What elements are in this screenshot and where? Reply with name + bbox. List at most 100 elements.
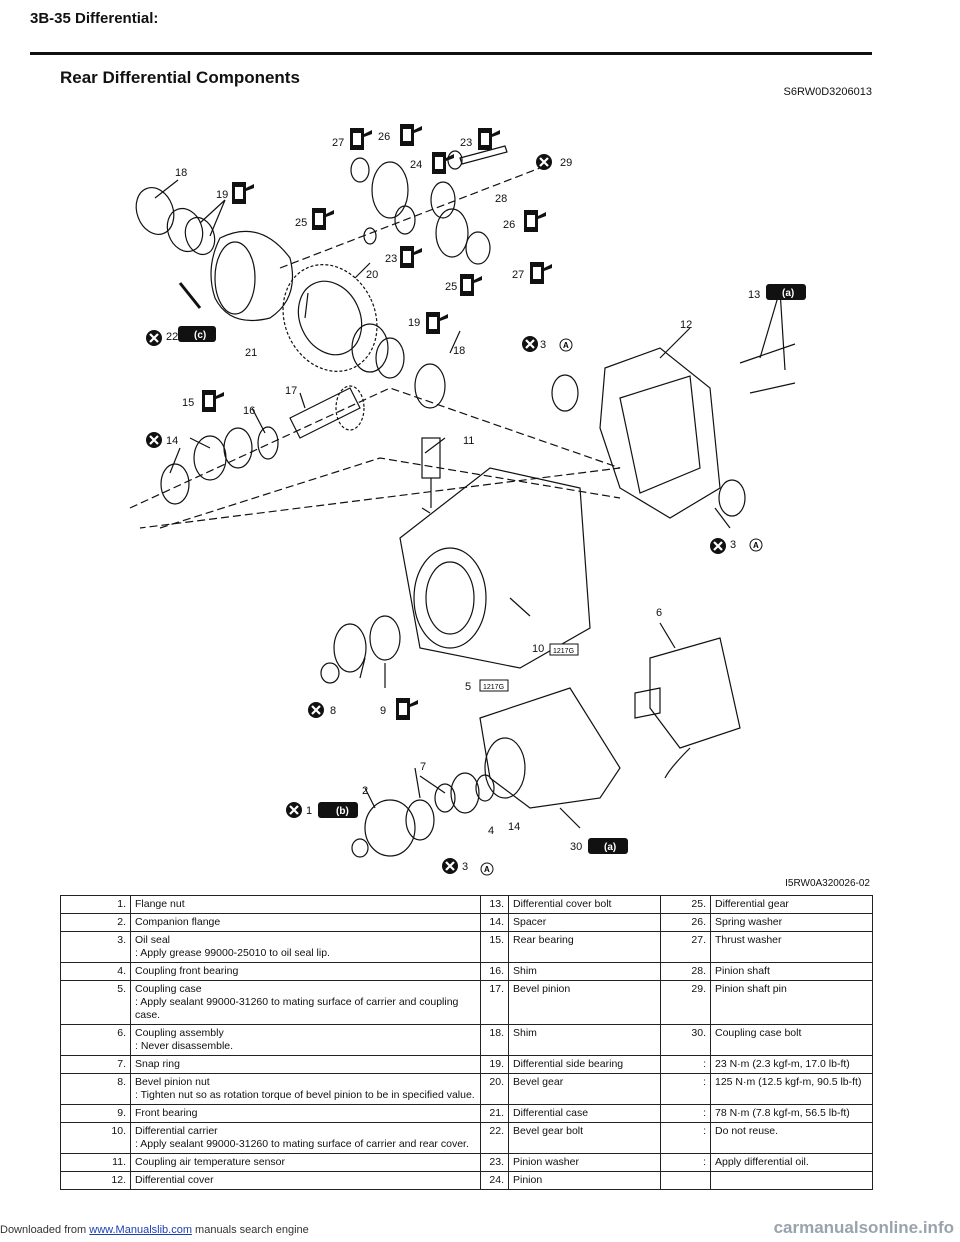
figure-id: I5RW0A320026-02 bbox=[785, 878, 870, 889]
footer-link[interactable]: www.Manualslib.com bbox=[89, 1224, 192, 1236]
legend-label: Companion flange bbox=[135, 916, 221, 928]
header-rule bbox=[30, 52, 872, 55]
callout-30: 30 bbox=[570, 841, 582, 853]
grease-code: A bbox=[563, 341, 569, 350]
legend-number: 2. bbox=[60, 913, 131, 932]
legend-note: : Never disassemble. bbox=[135, 1040, 234, 1052]
legend-text: Thrust washer bbox=[710, 931, 873, 963]
legend-label: Shim bbox=[513, 965, 537, 977]
legend-label: Differential gear bbox=[715, 898, 789, 910]
page-header: 3B-35 Differential: bbox=[30, 10, 872, 28]
callout-23b: 23 bbox=[385, 253, 397, 265]
legend-number: 1. bbox=[60, 895, 131, 914]
legend-text: Coupling front bearing bbox=[130, 962, 481, 981]
callout-4: 4 bbox=[488, 825, 494, 837]
legend-text: Differential cover bbox=[130, 1171, 481, 1190]
legend-label: Differential carrier bbox=[135, 1125, 218, 1137]
legend-label: Differential cover bbox=[135, 1174, 214, 1186]
legend-label: Do not reuse. bbox=[715, 1125, 779, 1137]
legend-number: 9. bbox=[60, 1104, 131, 1123]
legend-text: Shim bbox=[508, 962, 661, 981]
callout-3a: 3 bbox=[540, 339, 546, 351]
legend-number: 25. bbox=[660, 895, 711, 914]
legend-text: Pinion shaft bbox=[710, 962, 873, 981]
footer-prefix: Downloaded from bbox=[0, 1224, 90, 1236]
torque-badge-c bbox=[178, 326, 216, 342]
sealant-code-2: 1217G bbox=[483, 684, 504, 691]
callout-10: 10 bbox=[532, 643, 544, 655]
footer-suffix: manuals search engine bbox=[191, 1224, 309, 1236]
torque-label-b: (b) bbox=[336, 806, 349, 817]
legend-text: Coupling case: Apply sealant 99000-31260… bbox=[130, 980, 481, 1025]
legend-number: 29. bbox=[660, 980, 711, 1025]
callout-18: 18 bbox=[175, 167, 187, 179]
callout-29: 29 bbox=[560, 157, 572, 169]
callout-13: 13 bbox=[748, 289, 760, 301]
legend-text: Bevel gear bbox=[508, 1073, 661, 1105]
legend-text: Flange nut bbox=[130, 895, 481, 914]
legend-text: Differential gear bbox=[710, 895, 873, 914]
callout-1: 1 bbox=[306, 805, 312, 817]
legend-number: 22. bbox=[480, 1122, 509, 1154]
legend-text: 78 N·m (7.8 kgf-m, 56.5 lb-ft) bbox=[710, 1104, 873, 1123]
legend-text: Apply differential oil. bbox=[710, 1153, 873, 1172]
callout-14b: 14 bbox=[508, 821, 520, 833]
grease-code-2: A bbox=[753, 541, 759, 550]
legend-number: 20. bbox=[480, 1073, 509, 1105]
callout-27b: 27 bbox=[512, 269, 524, 281]
legend-number: 17. bbox=[480, 980, 509, 1025]
legend-label: Coupling case bolt bbox=[715, 1027, 802, 1039]
grease-icon-3 bbox=[480, 862, 494, 876]
legend-number: 10. bbox=[60, 1122, 131, 1154]
legend-text: Coupling case bolt bbox=[710, 1024, 873, 1056]
legend-label: Bevel gear bolt bbox=[513, 1125, 584, 1137]
legend-number: 27. bbox=[660, 931, 711, 963]
legend-label: Pinion shaft pin bbox=[715, 983, 787, 995]
legend-row: 10.Differential carrier: Apply sealant 9… bbox=[60, 1122, 873, 1154]
legend-text: Differential cover bolt bbox=[508, 895, 661, 914]
callout-23: 23 bbox=[460, 137, 472, 149]
callout-26b: 26 bbox=[503, 219, 515, 231]
legend-label: Pinion bbox=[513, 1174, 543, 1186]
callout-28: 28 bbox=[495, 193, 507, 205]
callout-5: 5 bbox=[465, 681, 471, 693]
legend-number: : bbox=[660, 1055, 711, 1074]
legend-text: Spring washer bbox=[710, 913, 873, 932]
legend-number: 30. bbox=[660, 1024, 711, 1056]
legend-label: Coupling front bearing bbox=[135, 965, 239, 977]
sealant-tag-2 bbox=[479, 679, 509, 692]
callout-14: 14 bbox=[166, 435, 178, 447]
exploded-diagram: 18 19 25 27 26 24 23 29 28 26 23 27 25 2… bbox=[129, 124, 806, 876]
legend-number: : bbox=[660, 1153, 711, 1172]
legend-text bbox=[710, 1171, 873, 1190]
legend-number: 3. bbox=[60, 931, 131, 963]
callout-12: 12 bbox=[680, 319, 692, 331]
legend-number: 7. bbox=[60, 1055, 131, 1074]
legend-label: Pinion washer bbox=[513, 1156, 579, 1168]
legend-row: 6.Coupling assembly: Never disassemble.1… bbox=[60, 1024, 873, 1056]
legend-number: 28. bbox=[660, 962, 711, 981]
legend-text: Spacer bbox=[508, 913, 661, 932]
legend-label: Bevel gear bbox=[513, 1076, 564, 1088]
legend-number: 19. bbox=[480, 1055, 509, 1074]
section-code: S6RW0D3206013 bbox=[783, 86, 872, 98]
legend-text: Pinion shaft pin bbox=[710, 980, 873, 1025]
grease-icon bbox=[559, 338, 573, 352]
grease-code-3: A bbox=[484, 865, 490, 874]
callout-27: 27 bbox=[332, 137, 344, 149]
legend-text: Shim bbox=[508, 1024, 661, 1056]
legend-row: 8.Bevel pinion nut: Tighten nut so as ro… bbox=[60, 1073, 873, 1105]
callout-6: 6 bbox=[656, 607, 662, 619]
callout-24: 24 bbox=[410, 159, 422, 171]
footer: Downloaded from www.Manualslib.com manua… bbox=[0, 1224, 309, 1236]
callout-7: 7 bbox=[420, 761, 426, 773]
legend-number: 18. bbox=[480, 1024, 509, 1056]
callout-21: 21 bbox=[245, 347, 257, 359]
